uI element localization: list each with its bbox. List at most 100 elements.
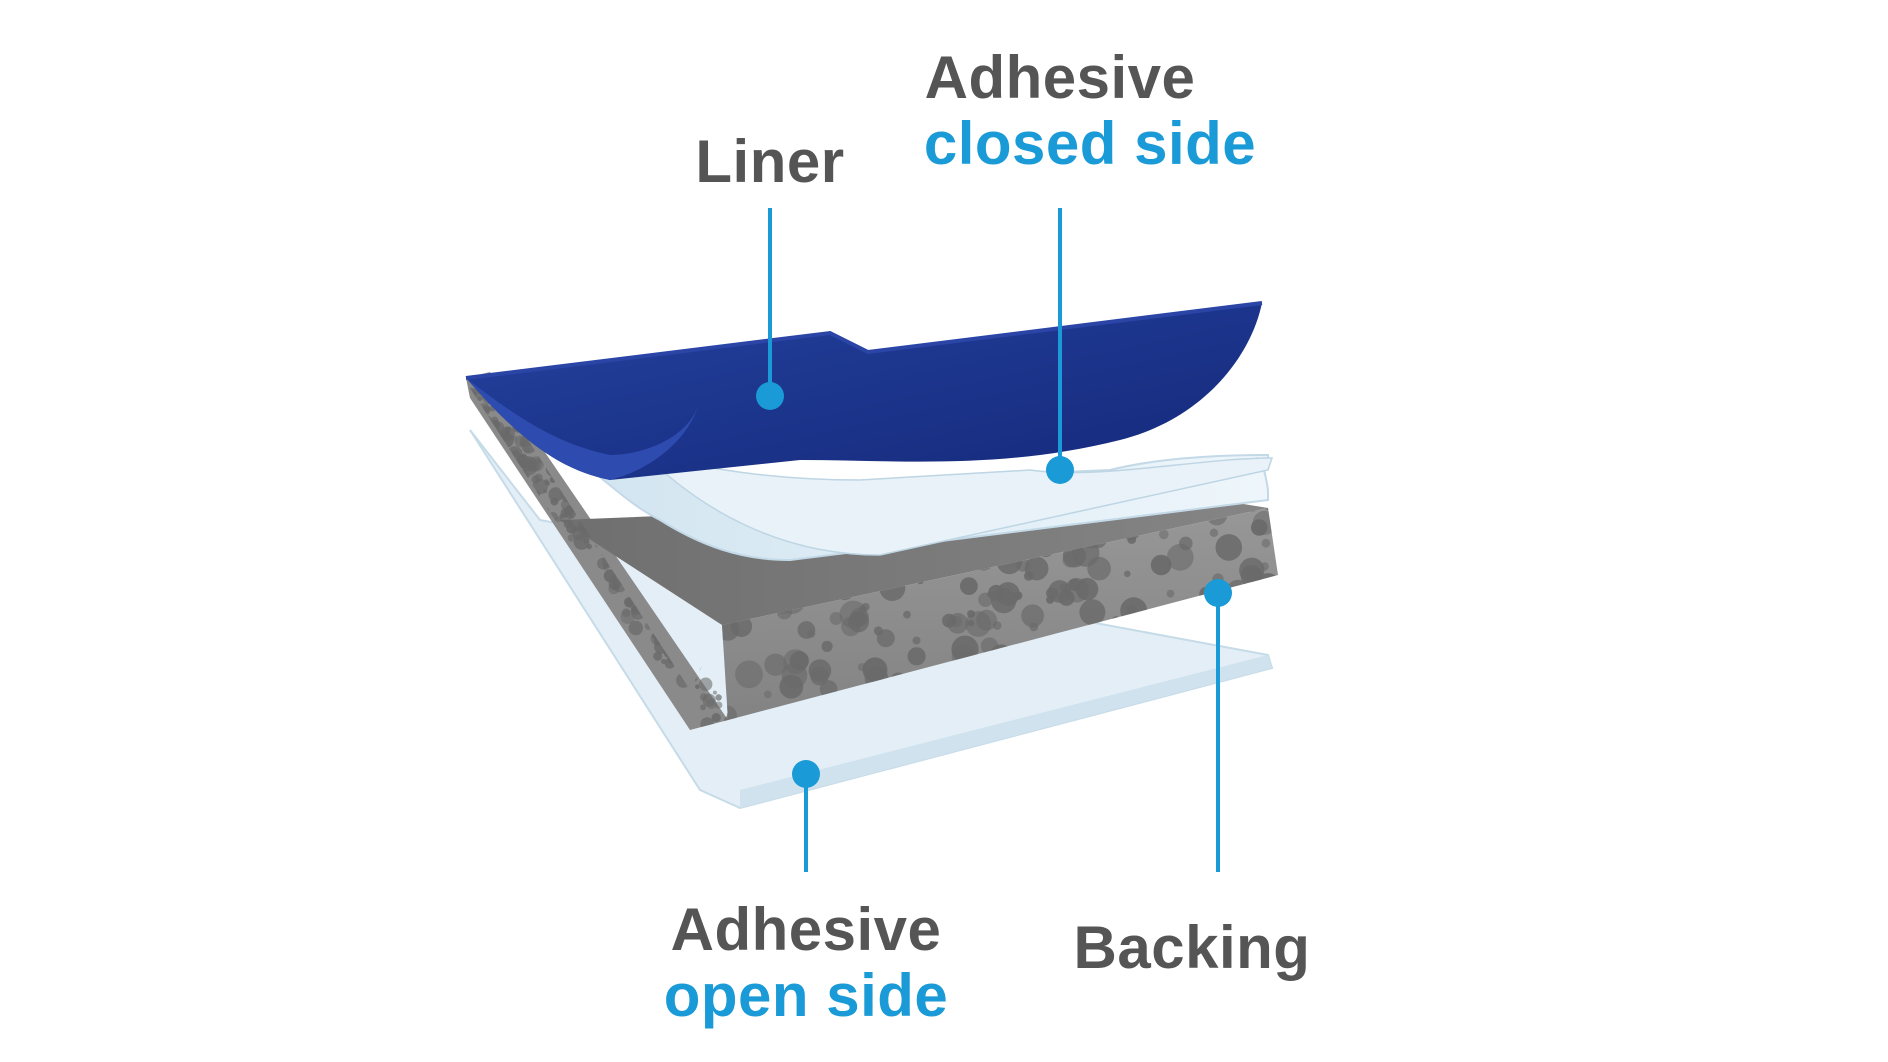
label-adhesive-closed-line1: Adhesive (925, 44, 1196, 111)
foam-pore (715, 694, 722, 701)
foam-pore (563, 506, 577, 520)
foam-pore (1260, 562, 1269, 571)
foam-pore (976, 609, 997, 631)
foam-pore (628, 620, 643, 636)
foam-pore (1182, 630, 1190, 638)
foam-pore (569, 526, 577, 534)
foam-pore (1261, 538, 1271, 548)
foam-pore (763, 690, 772, 699)
foam-pore (1264, 508, 1273, 511)
foam-pore (1159, 529, 1169, 540)
foam-pore (526, 473, 530, 478)
foam-pore (1250, 519, 1268, 536)
foam-pore (808, 659, 832, 682)
foam-pore (608, 583, 620, 595)
foam-pore (821, 640, 833, 653)
foam-pore (960, 577, 978, 595)
foam-pore (988, 584, 1005, 602)
callout-dot-liner (756, 382, 784, 410)
callout-dot-adhesive-open (792, 760, 820, 788)
foam-pore (695, 684, 700, 689)
callout-dot-backing (1204, 579, 1232, 607)
foam-pore (1197, 621, 1210, 634)
label-adhesive-open-line1: Adhesive (671, 896, 942, 963)
foam-pore (1124, 570, 1131, 578)
foam-pore (567, 534, 576, 542)
foam-pore (521, 453, 527, 459)
foam-pore (967, 619, 975, 627)
label-adhesive-closed-line2: closed side (924, 110, 1256, 177)
foam-pore (1166, 543, 1194, 571)
foam-pore (1253, 629, 1271, 647)
foam-pore (876, 629, 895, 648)
liner-sheet (466, 303, 1262, 480)
foam-pore (715, 701, 723, 709)
foam-pore (548, 487, 563, 502)
foam-pore (1266, 601, 1273, 608)
adhesive-open-edge (740, 655, 1272, 808)
liner-curl-edge (466, 378, 700, 480)
label-liner: Liner (695, 128, 844, 195)
foam-pore (1024, 556, 1049, 581)
foam-pore (653, 651, 663, 661)
foam-pore (700, 704, 706, 711)
foam-pore (1021, 604, 1044, 628)
foam-pore (779, 674, 804, 699)
foam-pore (1261, 583, 1278, 611)
foam-pore (1252, 629, 1266, 643)
foam-pore (470, 402, 471, 413)
foam-pore (512, 449, 520, 458)
foam-pore (500, 428, 510, 438)
foam-pore (1254, 612, 1261, 619)
foam-pore (1209, 528, 1219, 537)
foam-pore (1064, 577, 1089, 603)
foam-pore (903, 610, 911, 619)
foam-pore (712, 690, 717, 695)
foam-pore (1046, 595, 1055, 604)
foam-pore (699, 677, 713, 691)
foam-pore (1184, 702, 1199, 718)
foam-pore (857, 663, 867, 672)
foam-pore (512, 435, 517, 441)
foam-pore (559, 515, 567, 523)
foam-pore (543, 489, 548, 494)
foam-pore (1150, 554, 1172, 576)
foam-pore (706, 698, 717, 710)
adhesive-closed-curl (639, 449, 1274, 556)
foam-pore (735, 660, 763, 689)
foam-pore (1256, 691, 1268, 703)
foam-pore (586, 543, 592, 550)
foam-pore (583, 538, 589, 544)
label-adhesive-open-line2: open side (664, 962, 949, 1029)
foam-pore (764, 653, 787, 676)
foam-pore (807, 629, 816, 638)
foam-pore (470, 401, 472, 406)
foam-pore (1228, 678, 1251, 702)
foam-pore (829, 612, 843, 625)
foam-pore (1111, 616, 1121, 625)
foam-pore (1166, 589, 1175, 598)
foam-pore (1215, 534, 1243, 561)
foam-pore (545, 481, 550, 486)
liner-top-edge (465, 301, 1263, 380)
foam-pore (1079, 599, 1106, 626)
foam-pore (711, 713, 721, 723)
foam-pore (789, 651, 809, 671)
foam-pore (839, 600, 868, 629)
foam-pore (621, 608, 631, 618)
foam-pore (1224, 626, 1248, 650)
foam-pore (1173, 705, 1197, 720)
foam-pore (700, 693, 708, 701)
foam-pore (1120, 597, 1148, 625)
foam-pore (942, 613, 957, 628)
foam-pore (912, 636, 921, 645)
foam-pore (521, 456, 537, 472)
foam-pore (907, 647, 926, 666)
callout-dot-adhesive-closed (1046, 456, 1074, 484)
foam-pore (1188, 601, 1213, 626)
foam-pore (470, 402, 474, 408)
foam-pore (555, 516, 562, 523)
foam-pore (1261, 710, 1274, 720)
